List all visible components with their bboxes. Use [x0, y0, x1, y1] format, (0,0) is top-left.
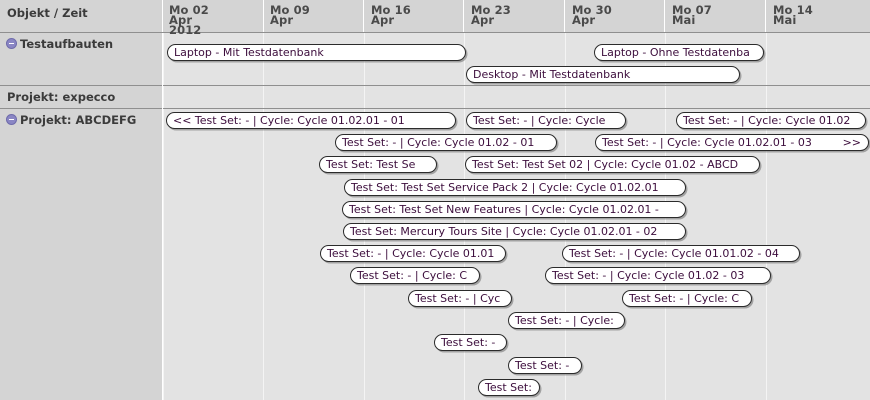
gantt-bar-label: Test Set: - | Cycle: Cycle 01.01.02 - 04: [569, 247, 779, 260]
collapse-minus-icon[interactable]: [6, 114, 17, 125]
header-column-0: Mo 02 Apr 2012: [163, 0, 264, 37]
gantt-bar-label: Laptop - Mit Testdatenbank: [174, 46, 324, 59]
header-col-line1: Mo 23: [471, 3, 511, 17]
row-separator: [163, 85, 870, 86]
gantt-bar-label: Test Set: -: [515, 359, 570, 372]
header-col-line2: Apr: [572, 13, 596, 27]
gantt-bar[interactable]: Desktop - Mit Testdatenbank: [466, 66, 740, 83]
gantt-bar-label: Test Set: -: [441, 336, 496, 349]
header-column-3: Mo 23 Apr: [465, 0, 565, 32]
header-column-4: Mo 30 Apr: [566, 0, 665, 32]
header-col-line2: Apr: [471, 13, 495, 27]
row-separator: [163, 108, 870, 109]
gantt-bar-label: Test Set: - | Cycle: C: [357, 269, 468, 282]
header-column-1: Mo 09 Apr: [264, 0, 364, 32]
gantt-bar[interactable]: Test Set: Mercury Tours Site | Cycle: Cy…: [343, 223, 686, 240]
gantt-bar[interactable]: Test Set: - | Cycle: Cycle 01.02 - 03: [545, 267, 771, 284]
header-column-5: Mo 07 Mai: [666, 0, 766, 32]
gantt-bar[interactable]: Test Set: Test Set 02 | Cycle: Cycle 01.…: [465, 156, 760, 173]
gantt-bar-label: Test Set: - | Cycle:: [515, 314, 614, 327]
group-row-expecco[interactable]: Projekt: expecco: [0, 86, 162, 109]
timeline-header: Objekt / Zeit Mo 02 Apr 2012 Mo 09 Apr M…: [0, 0, 870, 37]
object-label-column: Testaufbauten Projekt: expecco Projekt: …: [0, 33, 163, 400]
gantt-bar-label: Test Set: - | Cycle: C: [629, 292, 740, 305]
group-label: Projekt: expecco: [7, 90, 116, 104]
header-col-line1: Mo 02: [169, 3, 209, 17]
gantt-bar[interactable]: Test Set: - | Cycle: Cycle 01.02.01 - 03…: [595, 134, 869, 151]
page-title: Objekt / Zeit: [7, 6, 88, 20]
col-gridline: [565, 0, 566, 400]
header-col-line1: Mo 09: [270, 3, 310, 17]
header-col-line2: Apr: [270, 13, 294, 27]
gantt-bar[interactable]: Laptop - Ohne Testdatenba: [594, 44, 764, 61]
gantt-bar-label: Test Set: Mercury Tours Site | Cycle: Cy…: [350, 225, 658, 238]
gantt-bar-label: Test Set: - | Cycle: Cycle 01.01: [327, 247, 495, 260]
gantt-bar[interactable]: Test Set: Test Set Service Pack 2 | Cycl…: [344, 179, 686, 196]
header-col-line2: Mai: [773, 13, 797, 27]
gantt-bar-label: Test Set: - | Cyc: [415, 292, 501, 305]
gantt-bar[interactable]: Test Set: - | Cycle: C: [622, 290, 752, 307]
col-gridline: [766, 0, 767, 400]
gantt-bar[interactable]: Test Set: - | Cycle:: [508, 312, 625, 329]
group-label: Testaufbauten: [20, 37, 114, 51]
group-label: Projekt: ABCDEFG: [20, 113, 137, 127]
gantt-bar-label: Test Set: - | Cycle: Cycle: [473, 114, 606, 127]
gantt-bar-label: Test Set: Test Set Service Pack 2 | Cycl…: [351, 181, 659, 194]
gantt-bar[interactable]: Laptop - Mit Testdatenbank: [167, 44, 466, 61]
gantt-bar[interactable]: Test Set: - | Cycle: C: [350, 267, 480, 284]
gantt-bar[interactable]: Test Set: Test Set New Features | Cycle:…: [342, 201, 686, 218]
gantt-bar-label: Test Set: - | Cycle: Cycle 01.02: [683, 114, 851, 127]
header-col-line1: Mo 30: [572, 3, 612, 17]
gantt-bar[interactable]: Test Set: -: [434, 334, 507, 351]
header-column-6: Mo 14 Mai: [767, 0, 870, 32]
header-column-2: Mo 16 Apr: [365, 0, 464, 32]
header-col-line1: Mo 07: [672, 3, 712, 17]
gantt-bar-label: Desktop - Mit Testdatenbank: [473, 68, 631, 81]
collapse-minus-icon[interactable]: [6, 38, 17, 49]
gantt-bar[interactable]: Test Set: - | Cycle: Cycle: [466, 112, 626, 129]
header-col-line1: Mo 14: [773, 3, 813, 17]
gantt-bar-label: Test Set: - | Cycle: Cycle 01.02 - 01: [342, 136, 535, 149]
group-row-testaufbauten[interactable]: Testaufbauten: [0, 33, 162, 86]
header-label-cell: Objekt / Zeit: [0, 0, 163, 32]
header-col-line2: Mai: [672, 13, 696, 27]
gantt-bar[interactable]: Test Set: - | Cycle: Cycle 01.02 - 01: [335, 134, 557, 151]
gantt-bar[interactable]: Test Set: - | Cycle: Cycle 01.01: [320, 245, 506, 262]
header-col-line2: Apr: [371, 13, 395, 27]
gantt-bar-overflow-indicator: >>: [842, 136, 861, 149]
header-col-line1: Mo 16: [371, 3, 411, 17]
gantt-bar-label: Test Set: - | Cycle: Cycle 01.02 - 03: [552, 269, 745, 282]
gantt-bar[interactable]: Test Set: - | Cyc: [408, 290, 512, 307]
gantt-bar[interactable]: Test Set: Test Se: [319, 156, 437, 173]
header-col-line3: 2012: [169, 23, 202, 37]
gantt-bar[interactable]: Test Set: - | Cycle: Cycle 01.02: [676, 112, 866, 129]
gantt-bar-label: Test Set:: [485, 381, 532, 394]
gantt-bar-label: Test Set: - | Cycle: Cycle 01.02.01 - 03: [602, 136, 812, 149]
gantt-bar[interactable]: Test Set: - | Cycle: Cycle 01.01.02 - 04: [562, 245, 800, 262]
gantt-bar-label: Test Set: Test Se: [326, 158, 416, 171]
gantt-bar[interactable]: Test Set: -: [508, 357, 582, 374]
gantt-bar[interactable]: Test Set:: [478, 379, 540, 396]
gantt-bar[interactable]: << Test Set: - | Cycle: Cycle 01.02.01 -…: [166, 112, 456, 129]
gantt-bar-label: Test Set: Test Set New Features | Cycle:…: [349, 203, 659, 216]
gantt-bar-label: Test Set: Test Set 02 | Cycle: Cycle 01.…: [472, 158, 739, 171]
gantt-bar-label: Laptop - Ohne Testdatenba: [601, 46, 750, 59]
group-row-abcdefg[interactable]: Projekt: ABCDEFG: [0, 109, 162, 400]
header-col-line2: Apr: [169, 13, 193, 27]
col-gridline: [163, 0, 164, 400]
gantt-bar-label: << Test Set: - | Cycle: Cycle 01.02.01 -…: [173, 114, 405, 127]
